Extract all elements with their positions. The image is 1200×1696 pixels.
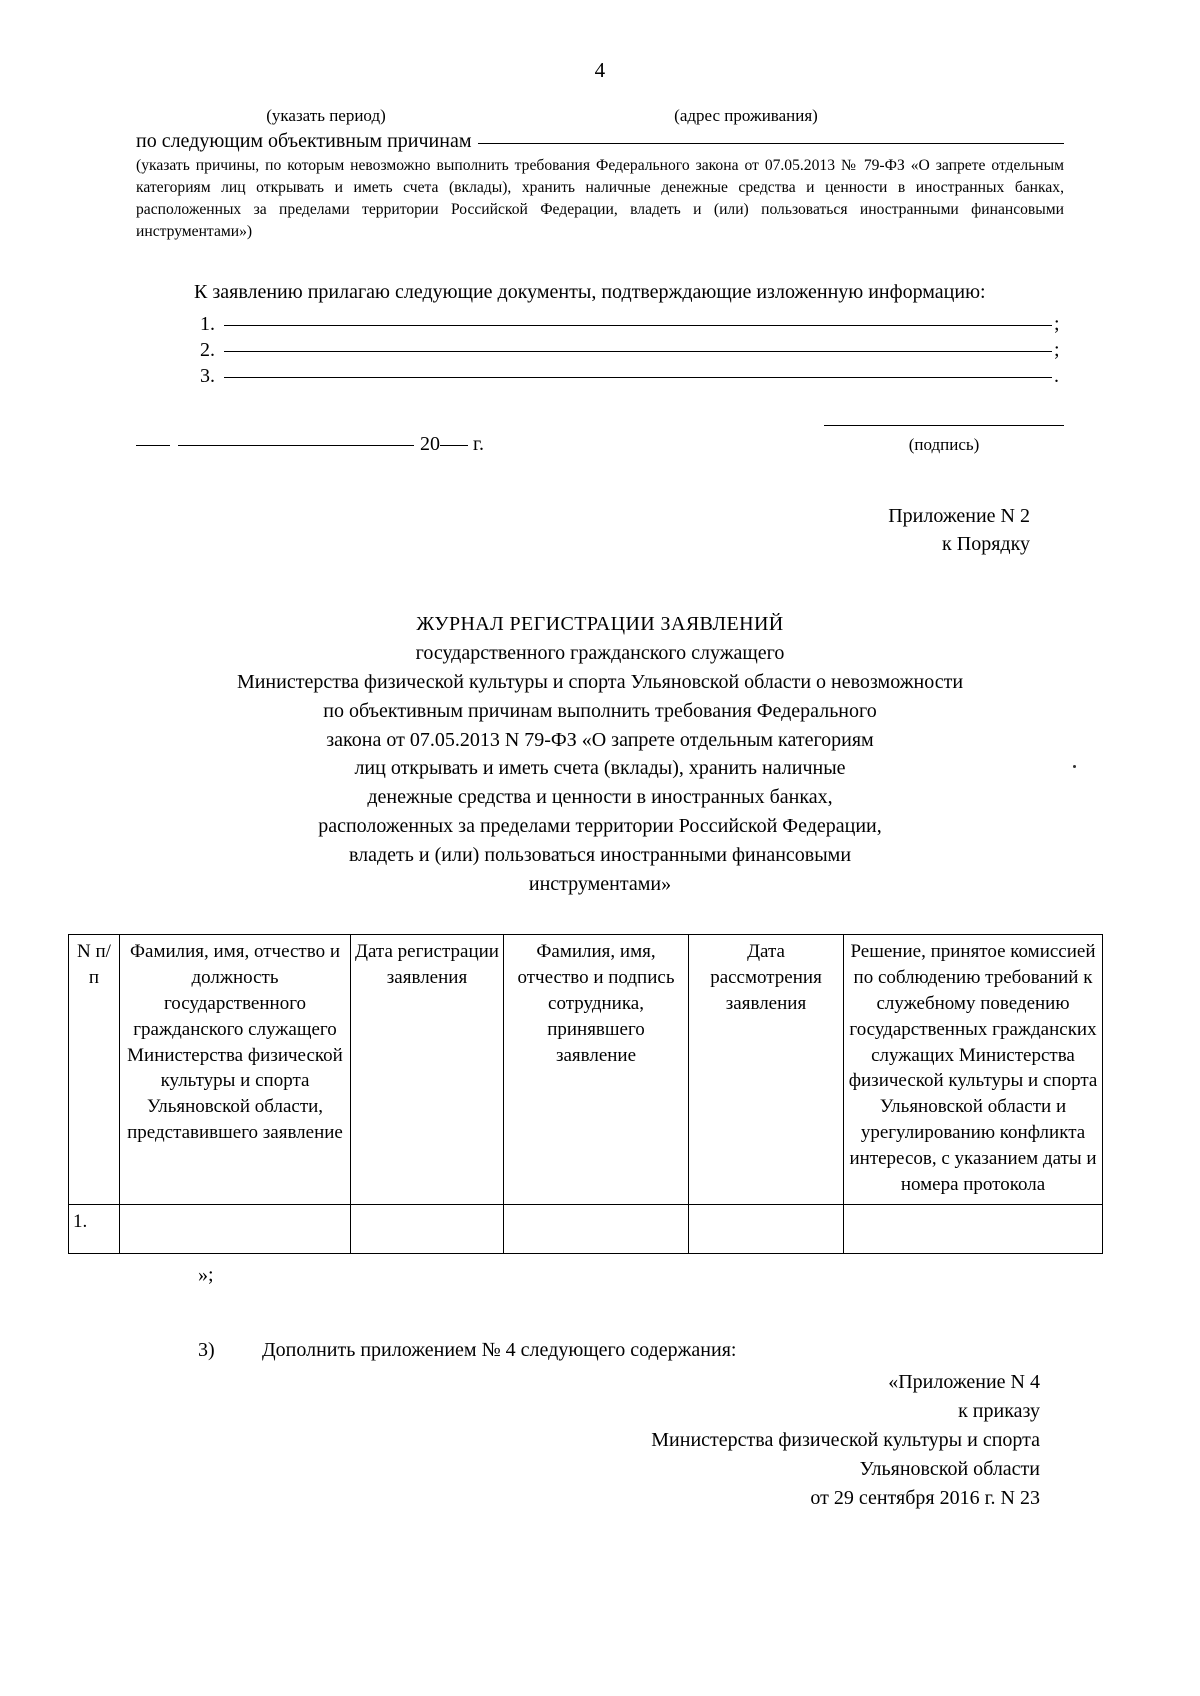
date-month-blank[interactable] — [178, 444, 414, 446]
caption-address: (адрес проживания) — [674, 106, 818, 125]
page-number: 4 — [594, 58, 606, 82]
signature-label: (подпись) — [908, 434, 980, 454]
appendix2-header: Приложение N 2 к Порядку — [136, 502, 1064, 559]
list-item-tail: . — [1054, 364, 1059, 387]
list-item-fill-rule[interactable] — [224, 350, 1052, 352]
clause-item-3: 3) Дополнить приложением № 4 следующего … — [136, 1339, 1064, 1362]
list-item-number: 3. — [200, 364, 215, 387]
appendix4-header: «Приложение N 4 к приказу Министерства ф… — [136, 1368, 1064, 1514]
date-day-blank[interactable] — [136, 444, 170, 446]
signature-block: (подпись) — [824, 424, 1064, 455]
list-item-fill-rule[interactable] — [224, 376, 1052, 378]
journal-title-line: лиц открывать и иметь счета (вклады), хр… — [354, 757, 846, 780]
journal-title-line: закона от 07.05.2013 N 79-ФЗ «О запрете … — [326, 728, 874, 751]
table-body: 1. — [68, 1203, 1103, 1254]
page-artifact-dot — [1073, 765, 1076, 768]
list-item: 2. ; — [200, 339, 1064, 362]
journal-title-line: инструментами» — [528, 872, 672, 895]
clause-marker: 3) — [198, 1338, 215, 1361]
journal-title-line: денежные средства и ценности в иностранн… — [367, 786, 833, 809]
page-content: 4 (указать период) (адрес проживания) по… — [68, 0, 1103, 1514]
form-captions: (указать период) (адрес проживания) — [136, 106, 1064, 126]
reasons-fill-rule[interactable] — [477, 143, 1064, 144]
appendix4-line: от 29 сентября 2016 г. N 23 — [810, 1487, 1040, 1510]
table-header-row: N п/п Фамилия, имя, отчество и должность… — [68, 934, 1103, 1205]
appendix4-line: к приказу — [958, 1399, 1040, 1422]
appendix4-line: «Приложение N 4 — [888, 1370, 1040, 1393]
column-header-registration-date: Дата регистрации заявления — [350, 934, 504, 1205]
journal-registration-table: N п/п Фамилия, имя, отчество и должность… — [68, 934, 1103, 1254]
table-head: N п/п Фамилия, имя, отчество и должность… — [68, 934, 1103, 1205]
attachment-list: 1. ; 2. ; 3. . — [136, 313, 1064, 388]
journal-title-line: государственного гражданского служащего — [415, 642, 785, 665]
closing-quote-mark: »; — [198, 1263, 214, 1286]
cell-registration-date[interactable] — [350, 1203, 504, 1254]
list-item-number: 1. — [200, 312, 215, 335]
attachments-paragraph: К заявлению прилагаю следующие документы… — [136, 278, 1064, 307]
date-year-suffix: г. — [473, 432, 484, 455]
journal-title: ЖУРНАЛ РЕГИСТРАЦИИ ЗАЯВЛЕНИЙ государстве… — [136, 610, 1064, 898]
list-item-fill-rule[interactable] — [224, 324, 1052, 326]
column-header-applicant: Фамилия, имя, отчество и должность госуд… — [119, 934, 351, 1205]
cell-receiver[interactable] — [503, 1203, 689, 1254]
journal-title-line: расположенных за пределами территории Ро… — [318, 814, 882, 837]
appendix2-line1: Приложение N 2 — [888, 504, 1030, 527]
signature-rule[interactable] — [824, 424, 1064, 426]
appendix4-line: Ульяновской области — [859, 1458, 1040, 1481]
appendix2-line2: к Порядку — [942, 532, 1030, 555]
date-year-blank[interactable] — [440, 444, 468, 446]
reasons-note: (указать причины, по которым невозможно … — [136, 155, 1064, 244]
journal-title-line: по объективным причинам выполнить требов… — [323, 699, 877, 722]
cell-row-number: 1. — [68, 1203, 120, 1254]
column-header-review-date: Дата рассмотрения заявления — [688, 934, 844, 1205]
journal-title-line: владеть и (или) пользоваться иностранным… — [348, 843, 852, 866]
cell-applicant[interactable] — [119, 1203, 351, 1254]
caption-period: (указать период) — [266, 106, 386, 125]
journal-title-line: ЖУРНАЛ РЕГИСТРАЦИИ ЗАЯВЛЕНИЙ — [416, 613, 784, 636]
clause-text: Дополнить приложением № 4 следующего сод… — [262, 1338, 737, 1361]
column-header-receiver: Фамилия, имя, отчество и подпись сотрудн… — [503, 934, 689, 1205]
reasons-label: по следующим объективным причинам — [136, 130, 472, 152]
reasons-note-text: (указать причины, по которым невозможно … — [136, 157, 1064, 241]
cell-decision[interactable] — [843, 1203, 1103, 1254]
column-header-number: N п/п — [68, 934, 120, 1205]
list-item-tail: ; — [1054, 312, 1060, 335]
journal-title-line: Министерства физической культуры и спорт… — [236, 670, 964, 693]
list-item: 3. . — [200, 365, 1064, 388]
date-year-prefix: 20 — [420, 432, 440, 455]
reasons-line: по следующим объективным причинам — [136, 130, 1064, 153]
attachments-paragraph-text: К заявлению прилагаю следующие документы… — [194, 280, 986, 303]
table-row: 1. — [68, 1203, 1103, 1254]
appendix4-line: Министерства физической культуры и спорт… — [651, 1428, 1040, 1451]
list-item: 1. ; — [200, 313, 1064, 336]
list-item-tail: ; — [1054, 338, 1060, 361]
date-and-signature-row: 20 г. (подпись) — [136, 424, 1064, 456]
list-item-number: 2. — [200, 338, 215, 361]
cell-review-date[interactable] — [688, 1203, 844, 1254]
column-header-decision: Решение, принятое комиссией по соблюдени… — [843, 934, 1103, 1205]
